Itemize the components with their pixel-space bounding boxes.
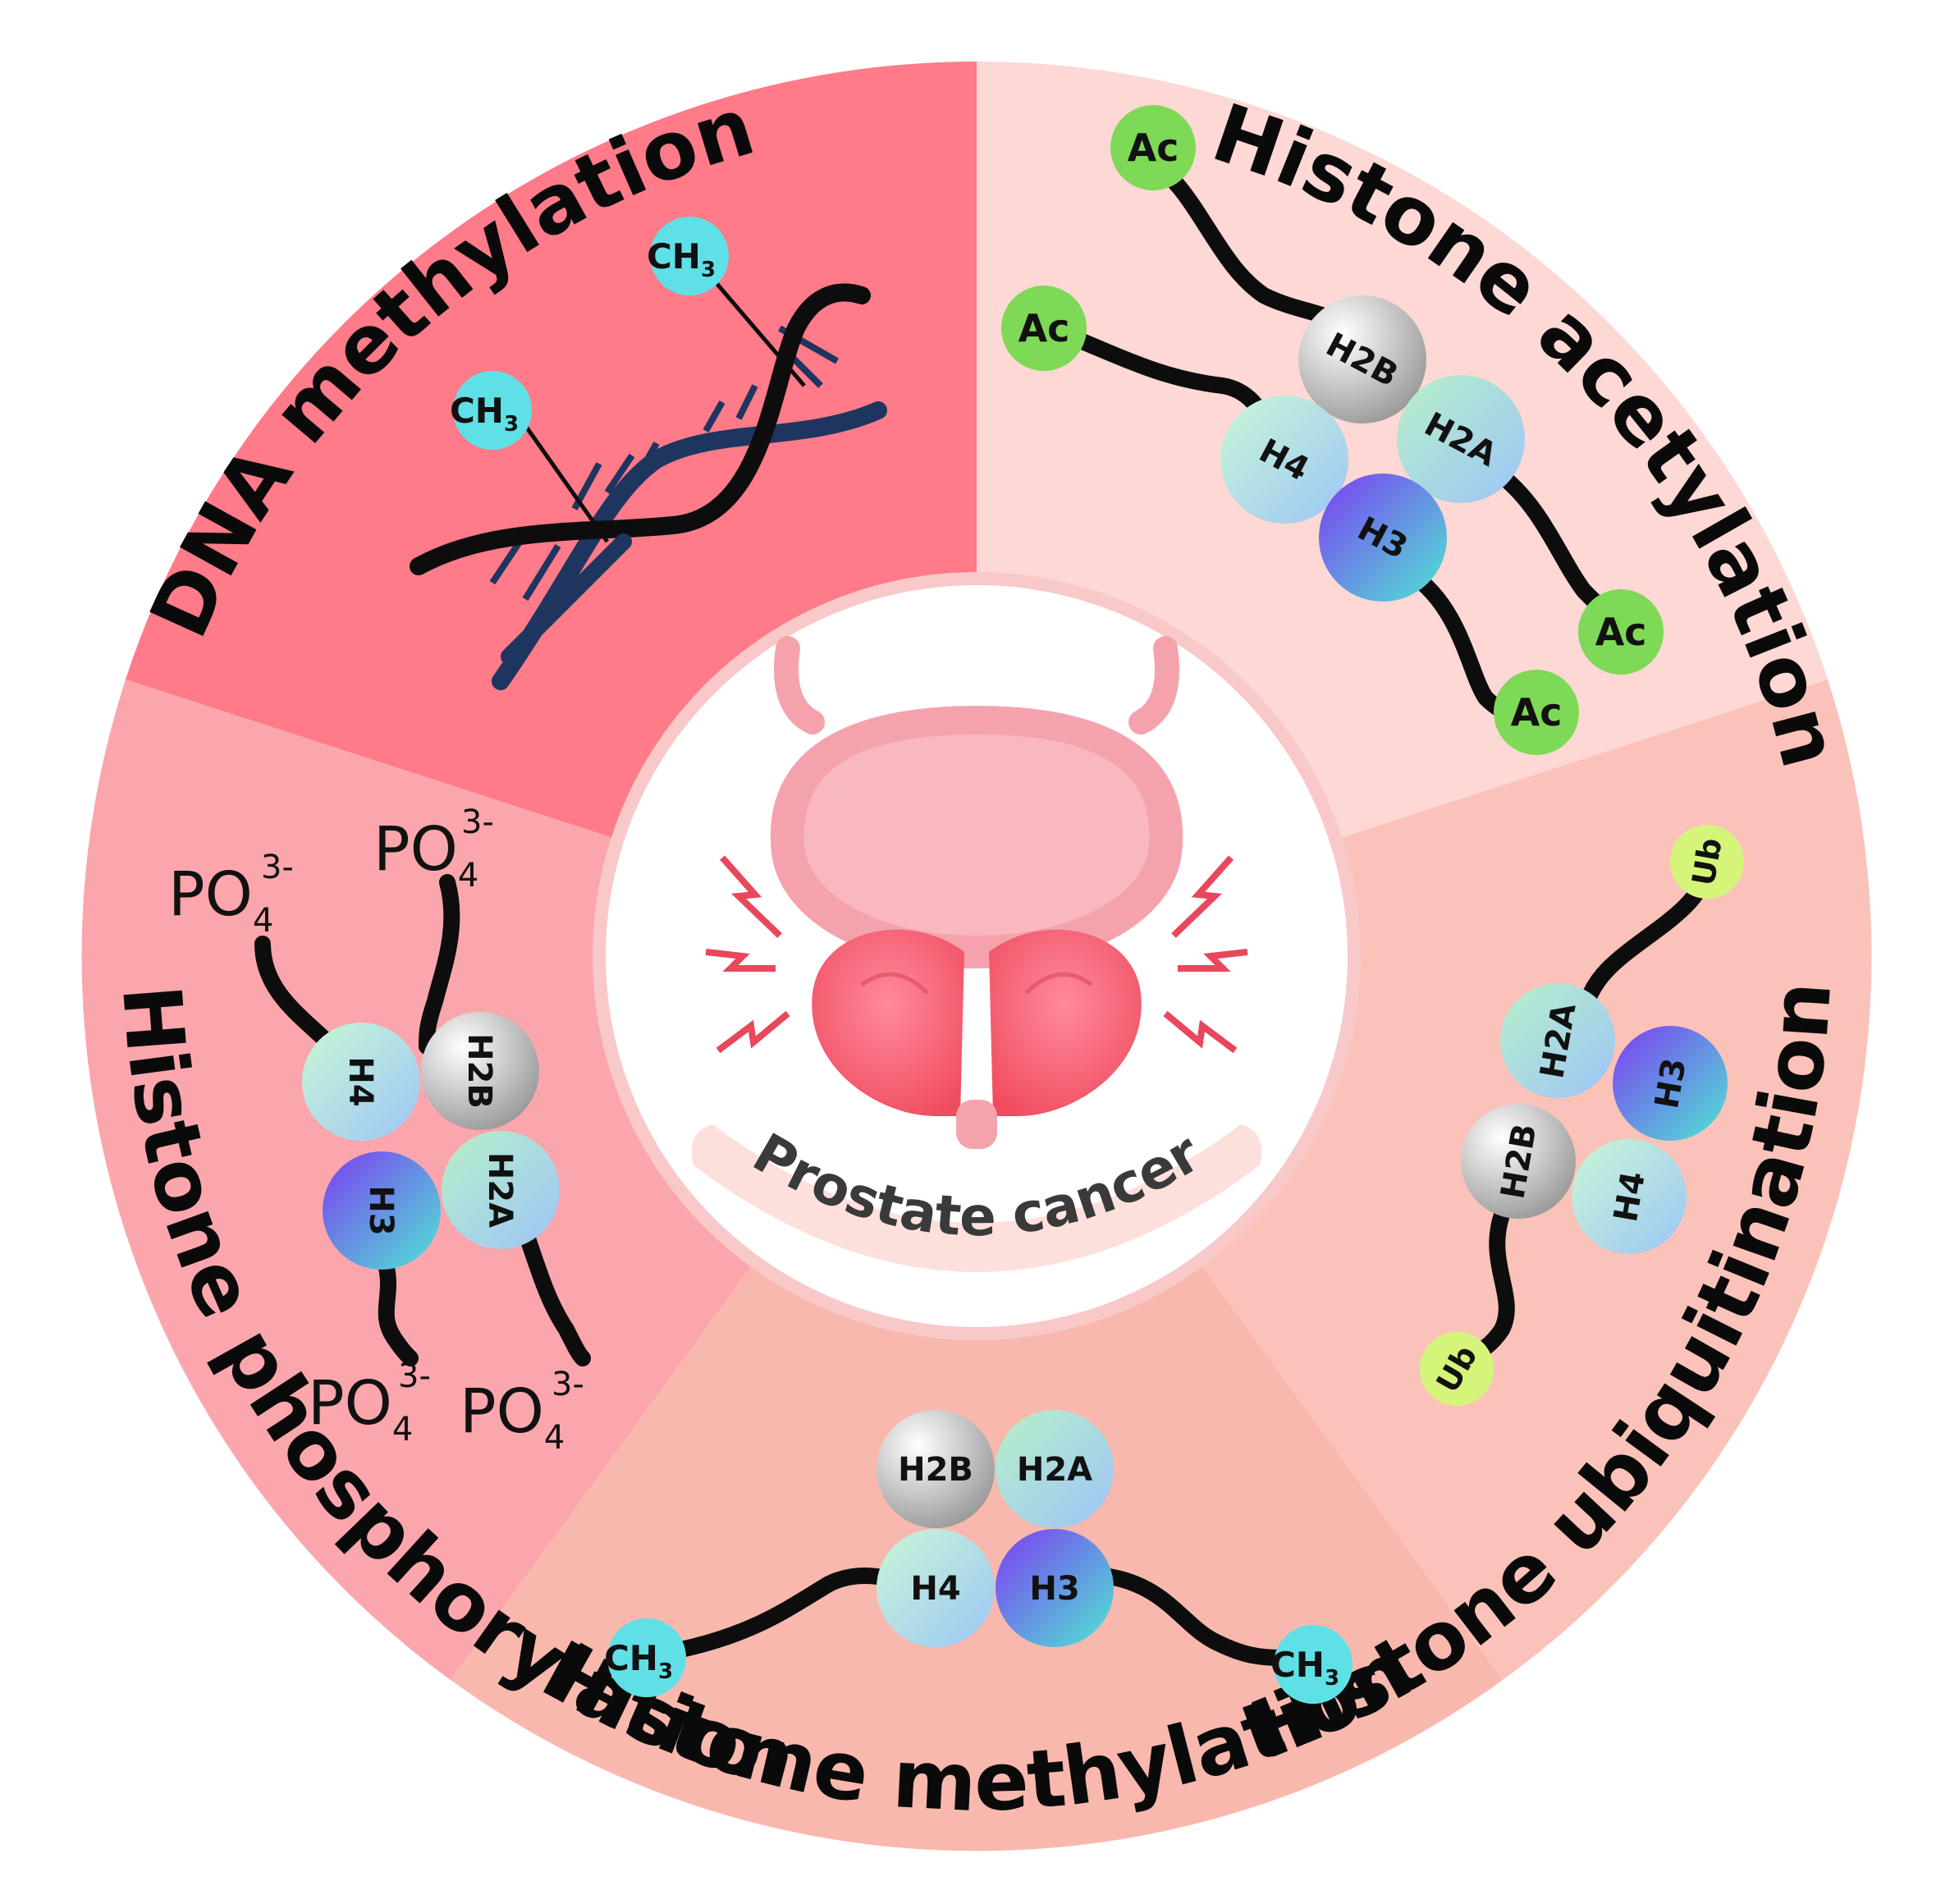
po4-mark-2: PO4 3- [373,803,494,895]
svg-text:CH3: CH3 [604,1638,673,1684]
center-label-band [691,1124,1262,1272]
histone-h2b: H2B [1461,1104,1576,1219]
svg-text:3-: 3- [552,1366,584,1403]
histone-h4: H4 [1572,1139,1687,1254]
ac-mark-1: Ac [1110,105,1196,190]
histone-octamer-phosphorylation: H4 H2B H3 H2A [302,1012,560,1270]
svg-text:CH3: CH3 [1270,1645,1339,1691]
svg-text:PO4: PO4 [373,814,478,895]
ac-mark-2: Ac [1001,286,1087,371]
ub-mark-2: Ub [1420,1332,1494,1406]
svg-text:H2A: H2A [1017,1451,1092,1489]
ub-mark-1: Ub [1670,825,1744,899]
histone-octamer-ubiquitination: H2A H3 H2B H4 [1461,983,1728,1254]
histone-h4: H4 [877,1529,995,1647]
svg-text:PO4: PO4 [308,1368,413,1449]
svg-text:Ac: Ac [1511,690,1563,735]
pain-lightning-icon [705,855,1248,1054]
svg-text:CH3: CH3 [647,236,716,282]
ch3-mark-methylation-2: CH3 [1270,1625,1353,1704]
svg-text:CH3: CH3 [450,391,519,437]
histone-h2a: H2A [442,1131,560,1249]
svg-text:PO4: PO4 [168,859,273,940]
histone-h2b: H2B [421,1012,539,1130]
histone-h2a: H2A [1397,375,1525,503]
po4-mark-1: PO4 3- [168,849,294,940]
ch3-mark-methylation-1: CH3 [604,1618,686,1697]
svg-text:Ac: Ac [1018,306,1070,350]
dna-helix-icon [410,283,887,690]
histone-h4: H4 [302,1023,420,1141]
svg-text:H4: H4 [910,1570,960,1608]
sector-histone-methylation [451,956,1503,1851]
histone-h2b: H2B [877,1410,995,1528]
svg-text:H2A: H2A [481,1152,519,1228]
svg-text:3-: 3- [461,803,494,841]
svg-text:3-: 3- [398,1357,431,1395]
po4-mark-4: PO4 3- [460,1366,584,1457]
histone-octamer-acetylation: H2B H2A H4 H3 [1220,295,1525,602]
po4-mark-3: PO4 3- [308,1357,431,1449]
histone-h2b: H2B [1298,295,1426,423]
histone-h3: H3 [1613,1026,1728,1141]
svg-text:H3: H3 [362,1185,400,1235]
ac-mark-3: Ac [1578,589,1664,675]
svg-text:3-: 3- [261,849,294,886]
svg-text:H2B: H2B [898,1451,973,1489]
prostate-illustration [812,929,1142,1149]
center-disc [593,572,1361,1340]
ch3-mark-dna-1: CH3 [450,371,532,450]
histone-h2a: H2A [1500,983,1615,1098]
svg-text:H3: H3 [1648,1055,1694,1111]
svg-text:Ub: Ub [1685,835,1728,889]
svg-text:Ac: Ac [1595,610,1647,654]
ch3-mark-dna-2: CH3 [647,217,729,295]
svg-text:H2B: H2B [460,1033,498,1109]
methylation-tails [673,1568,1289,1666]
svg-text:H4: H4 [341,1056,379,1106]
histone-h3: H3 [323,1151,441,1270]
histone-h4: H4 [1220,396,1348,524]
svg-text:PO4: PO4 [460,1376,565,1457]
svg-text:H4: H4 [1607,1169,1653,1224]
svg-text:Ac: Ac [1128,126,1179,170]
bladder-illustration [770,636,1183,968]
histone-h3: H3 [1319,474,1447,602]
ac-mark-4: Ac [1494,670,1579,755]
histone-h3: H3 [996,1529,1114,1647]
histone-octamer-methylation: H2B H2A H4 H3 [877,1410,1114,1647]
svg-text:H3: H3 [1029,1570,1079,1608]
histone-h2a: H2A [996,1410,1114,1528]
